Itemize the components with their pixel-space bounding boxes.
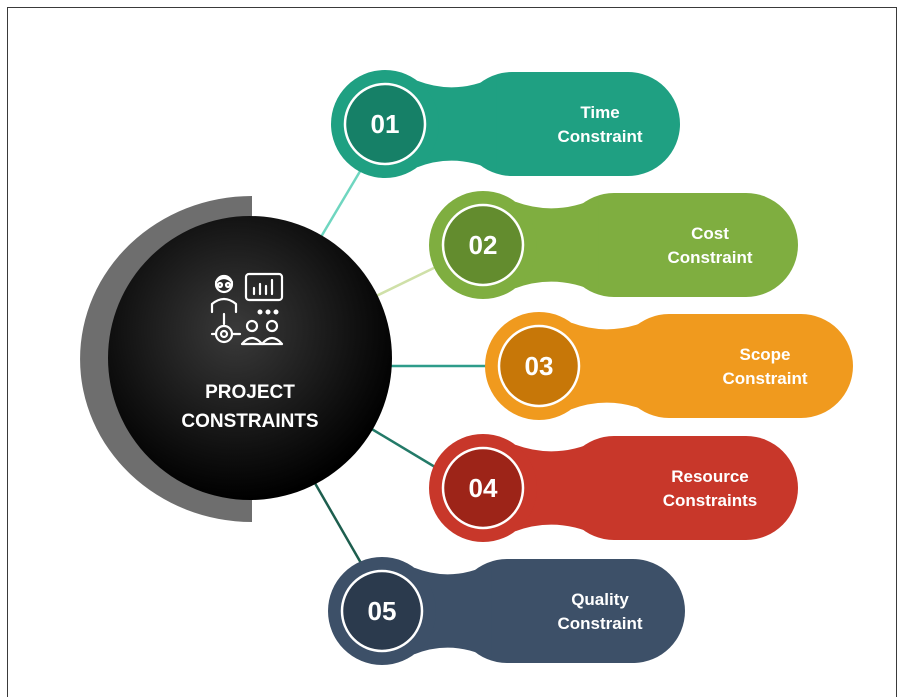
constraint-label-line2-04: Constraints xyxy=(663,491,757,510)
constraint-pill-01 xyxy=(460,72,680,176)
constraint-neck-01 xyxy=(417,76,497,172)
constraint-number-03: 03 xyxy=(525,351,554,381)
constraint-label-line1-03: Scope xyxy=(739,345,790,364)
constraint-badge-03 xyxy=(497,324,581,408)
constraint-label-line1-01: Time xyxy=(580,103,619,122)
constraint-badge-04 xyxy=(441,446,525,530)
constraint-label-line2-02: Constraint xyxy=(668,248,753,267)
constraint-number-01: 01 xyxy=(371,109,400,139)
diagram-frame xyxy=(7,7,897,697)
team-analytics-icon xyxy=(210,272,284,346)
constraint-label-line1-04: Resource xyxy=(671,467,748,486)
constraint-label-line1-05: Quality xyxy=(571,590,629,609)
constraint-label-line2-01: Constraint xyxy=(558,127,643,146)
constraint-pill-03 xyxy=(617,314,853,418)
constraint-number-05: 05 xyxy=(368,596,397,626)
constraint-number-04: 04 xyxy=(469,473,498,503)
center-title-line2: CONSTRAINTS xyxy=(181,411,318,432)
constraint-pill-02 xyxy=(562,193,798,297)
center-title-line1: PROJECT xyxy=(205,382,295,403)
constraint-neck-05 xyxy=(414,563,492,659)
constraint-pill-05 xyxy=(455,559,685,663)
constraint-badge-01 xyxy=(343,82,427,166)
constraint-pill-04 xyxy=(562,436,798,540)
connector-05 xyxy=(310,477,367,571)
constraint-label-line2-05: Constraint xyxy=(558,614,643,633)
constraint-neck-02 xyxy=(515,197,599,293)
constraint-badge-02 xyxy=(441,203,525,287)
constraint-neck-04 xyxy=(515,440,599,536)
center-circle xyxy=(108,216,392,500)
constraint-label-line1-02: Cost xyxy=(691,224,729,243)
constraint-neck-03 xyxy=(571,318,654,414)
constraint-badge-05 xyxy=(340,569,424,653)
connector-02 xyxy=(367,263,441,302)
connector-04 xyxy=(369,426,441,472)
constraint-number-02: 02 xyxy=(469,230,498,260)
constraint-label-line2-03: Constraint xyxy=(723,369,808,388)
